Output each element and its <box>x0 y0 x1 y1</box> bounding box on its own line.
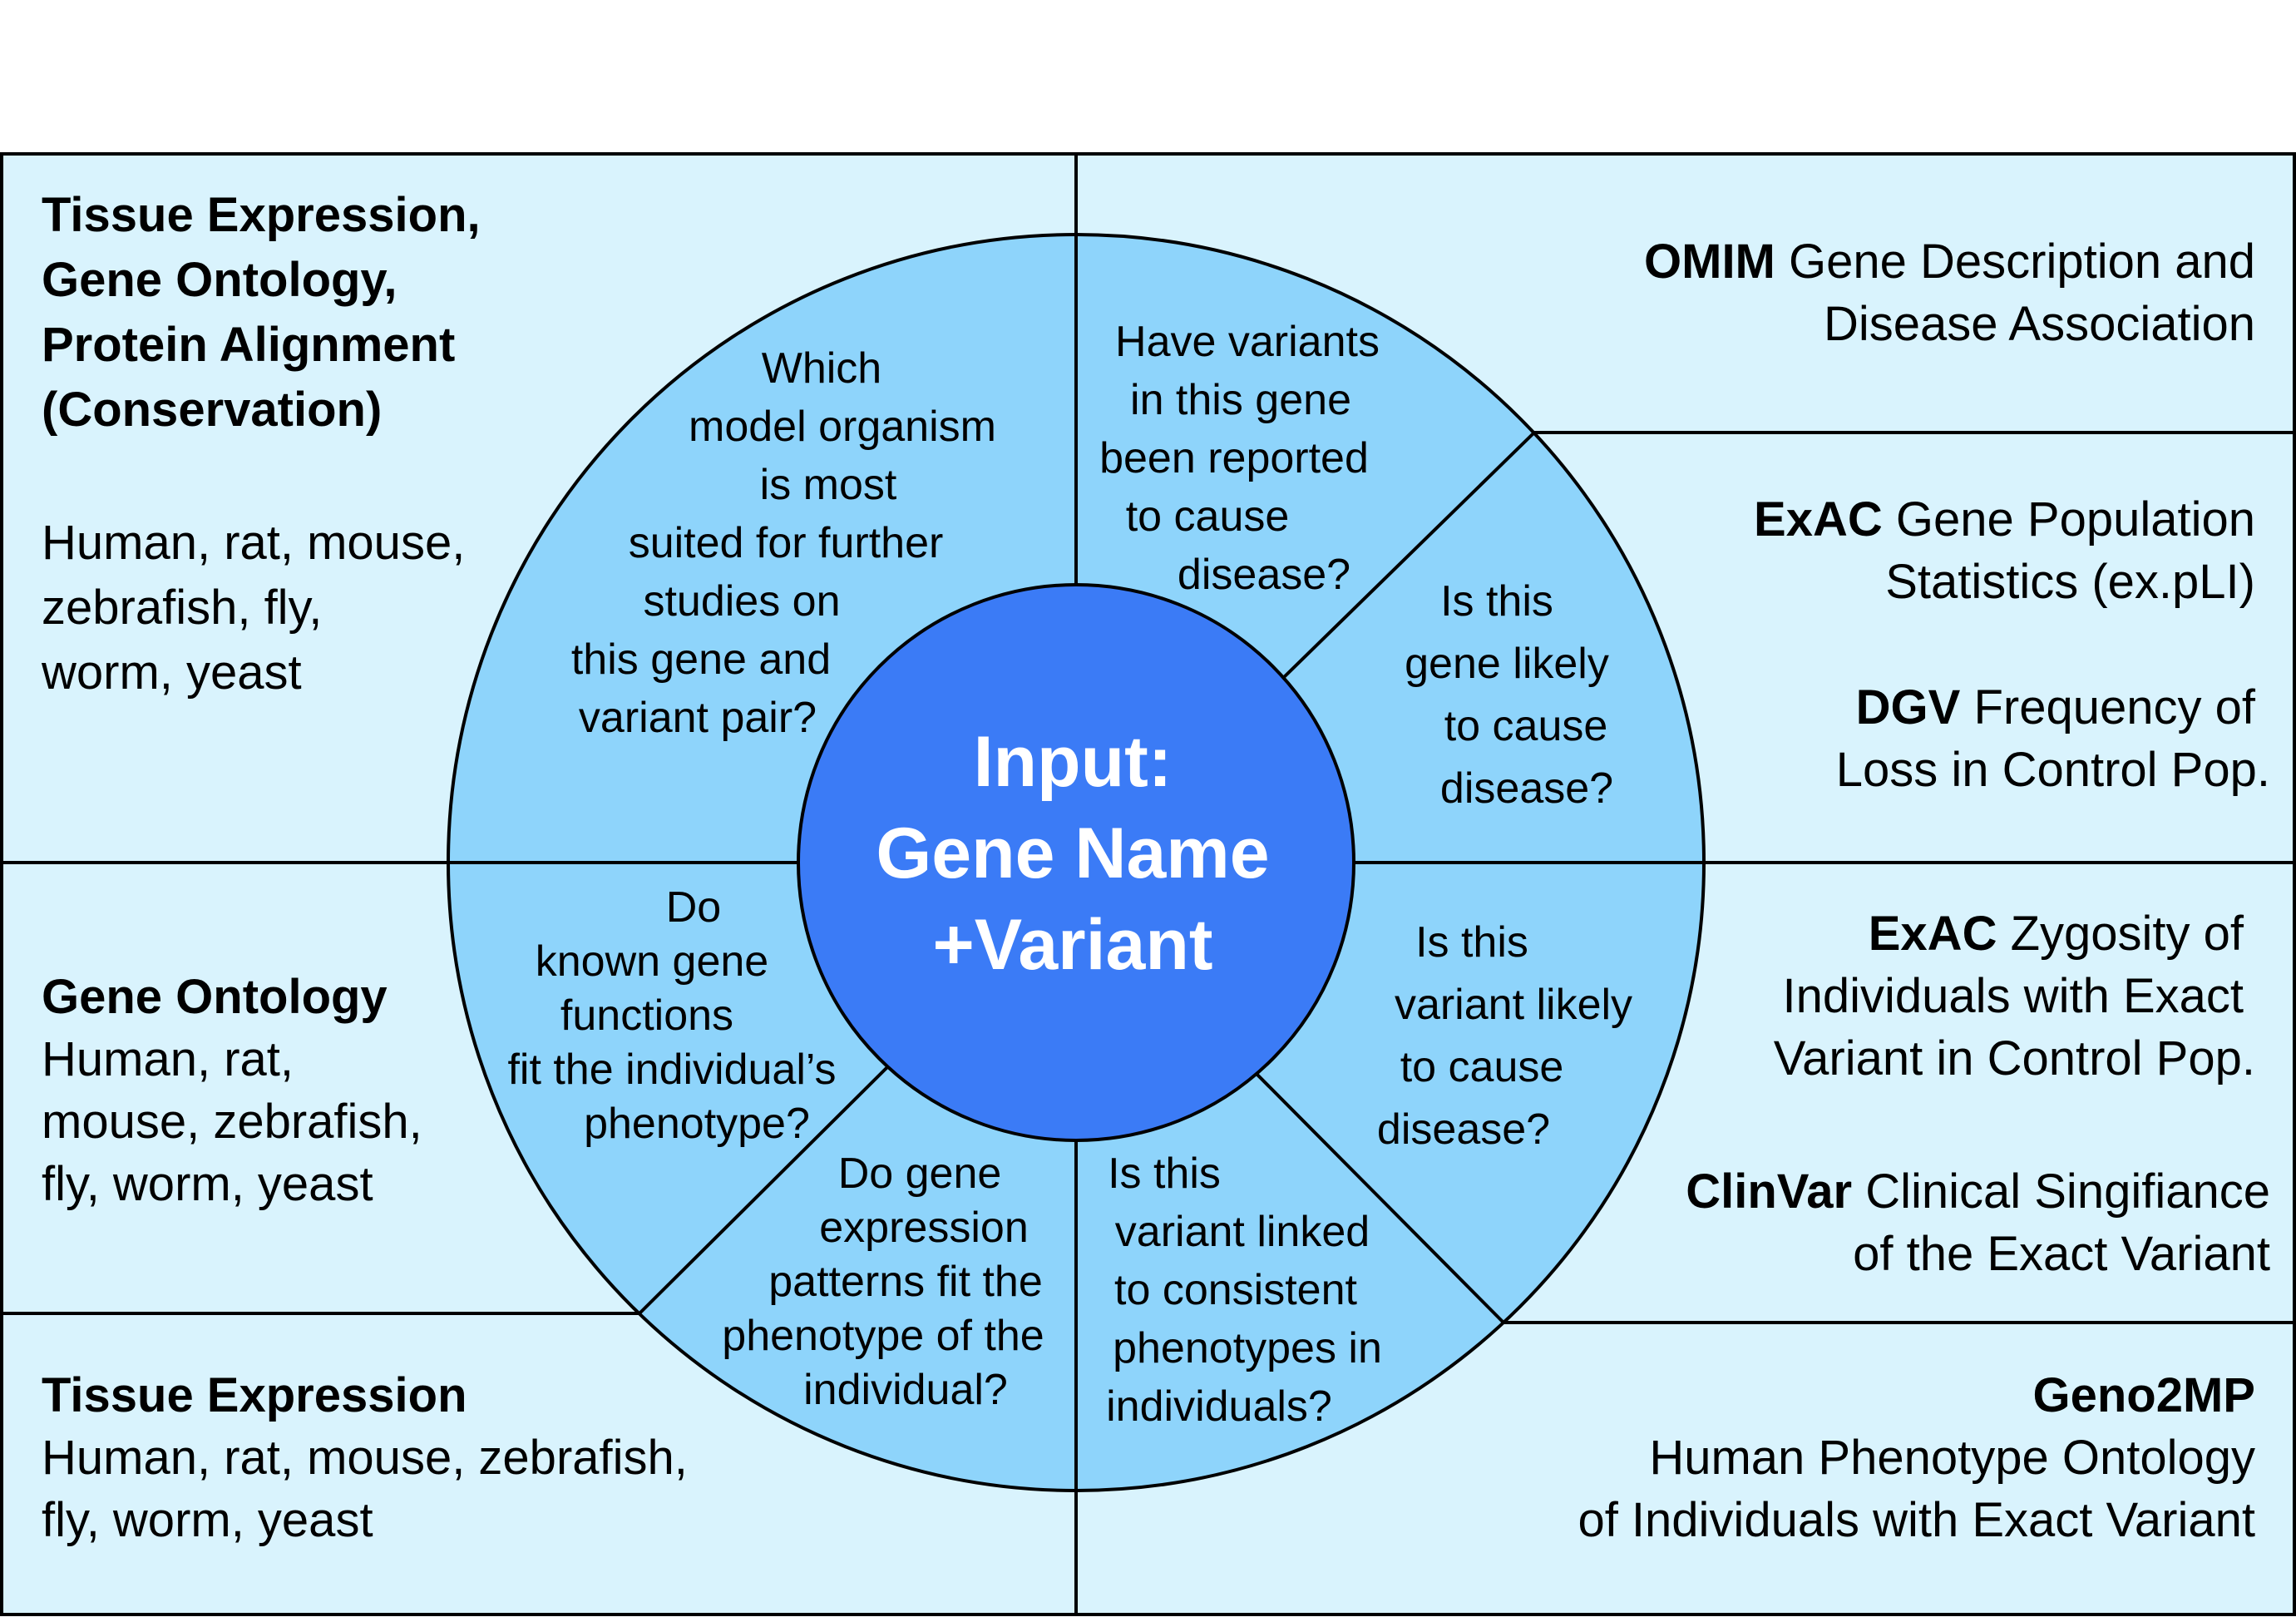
mid-left-title: Gene Ontology <box>42 970 388 1024</box>
exac-label: ExAC <box>1869 907 1997 961</box>
body-line: Human, rat, mouse, <box>42 516 465 570</box>
body-line: worm, yeast <box>41 645 302 700</box>
body-line: zebrafish, fly, <box>42 581 322 635</box>
exac-label: ExAC <box>1754 492 1883 546</box>
question-line: to cause <box>1400 1043 1564 1091</box>
geno2mp-title: Geno2MP <box>2033 1368 2256 1422</box>
body-line: fly, worm, yeast <box>42 1493 373 1547</box>
question-line: functions <box>560 991 733 1040</box>
question-line: this gene and <box>571 635 831 684</box>
question-line: phenotype of the <box>722 1312 1044 1360</box>
dgv-line-1: DGV Frequency of <box>1856 680 2256 734</box>
body-line: Human, rat, <box>42 1032 294 1086</box>
question-line: model organism <box>689 403 996 451</box>
question-reported: Have variants in this gene been reported… <box>1099 318 1380 599</box>
question-line: been reported <box>1099 434 1369 482</box>
question-line: variant likely <box>1395 981 1632 1029</box>
question-line: to consistent <box>1114 1266 1357 1314</box>
omim-label: OMIM <box>1644 235 1775 289</box>
clinvar-line-2: of the Exact Variant <box>1853 1227 2270 1281</box>
bottom-left-title: Tissue Expression <box>42 1368 467 1422</box>
question-line: known gene <box>536 937 768 986</box>
body-line: mouse, zebrafish, <box>42 1095 422 1149</box>
bottom-left-body: Human, rat, mouse, zebrafish, fly, worm,… <box>42 1431 688 1547</box>
body-line: fly, worm, yeast <box>42 1157 373 1211</box>
divider-lower-left <box>638 1066 889 1315</box>
question-line: Do gene <box>838 1150 1002 1198</box>
top-left-body: Human, rat, mouse, zebrafish, fly, worm,… <box>41 516 465 700</box>
question-line: Is this <box>1415 918 1528 967</box>
question-expression-patterns: Do gene expression patterns fit the phen… <box>722 1150 1044 1414</box>
clinvar-line-1: ClinVar Clinical Singifiance <box>1686 1165 2270 1219</box>
question-line: Which <box>762 344 881 393</box>
question-line: phenotypes in <box>1113 1324 1382 1372</box>
exac-gene-line-2: Statistics (ex.pLI) <box>1885 555 2255 609</box>
question-line: disease? <box>1377 1105 1550 1154</box>
question-line: to cause <box>1126 492 1290 541</box>
question-line: disease? <box>1178 551 1350 599</box>
question-gene-functions: Do known gene functions fit the individu… <box>507 883 836 1148</box>
question-line: patterns fit the <box>768 1258 1043 1306</box>
divider-upper-right <box>1279 431 1536 682</box>
question-line: individual? <box>803 1366 1008 1414</box>
question-line: variant linked <box>1115 1208 1370 1256</box>
omim-line-1: OMIM Gene Description and <box>1644 235 2255 289</box>
dgv-line-2: Loss in Control Pop. <box>1836 743 2270 797</box>
center-line-1: Input: <box>974 722 1173 802</box>
question-line: studies on <box>643 577 840 626</box>
question-line: Have variants <box>1115 318 1380 366</box>
question-line: individuals? <box>1106 1382 1332 1431</box>
exac-zygosity-line-3: Variant in Control Pop. <box>1774 1031 2255 1085</box>
question-variant-linked: Is this variant linked to consistent phe… <box>1106 1150 1382 1431</box>
question-variant-likely: Is this variant likely to cause disease? <box>1377 918 1632 1154</box>
top-left-title: Tissue Expression, Gene Ontology, Protei… <box>42 188 481 437</box>
title-line: (Conservation) <box>42 383 382 437</box>
question-line: to cause <box>1444 702 1608 750</box>
geno2mp-line-2: of Individuals with Exact Variant <box>1578 1493 2255 1547</box>
omim-desc: Gene Description and <box>1775 235 2255 289</box>
body-line: Human, rat, mouse, zebrafish, <box>42 1431 688 1485</box>
question-line: expression <box>819 1204 1028 1252</box>
omim-line-2: Disease Association <box>1824 297 2255 351</box>
title-line: Gene Ontology, <box>42 253 397 307</box>
question-line: is most <box>760 461 897 509</box>
exac-zygosity-line-2: Individuals with Exact <box>1783 969 2244 1023</box>
mid-left-body: Human, rat, mouse, zebrafish, fly, worm,… <box>42 1032 422 1211</box>
exac-desc: Gene Population <box>1883 492 2255 546</box>
center-line-2: Gene Name <box>876 813 1269 893</box>
question-line: suited for further <box>629 519 944 567</box>
question-line: in this gene <box>1130 376 1351 424</box>
question-line: Do <box>666 883 721 932</box>
question-line: phenotype? <box>584 1100 810 1148</box>
question-line: Is this <box>1108 1150 1221 1198</box>
divider-lower-right <box>1254 1071 1505 1324</box>
question-line: Is this <box>1440 577 1553 626</box>
question-line: variant pair? <box>579 694 817 742</box>
dgv-desc: Frequency of <box>1960 680 2256 734</box>
center-line-3: +Variant <box>932 905 1212 985</box>
question-line: fit the individual’s <box>507 1046 836 1094</box>
clinvar-desc: Clinical Singifiance <box>1852 1165 2270 1219</box>
question-model-organism: Which model organism is most suited for … <box>571 344 996 742</box>
question-line: gene likely <box>1405 640 1609 688</box>
geno2mp-line-1: Human Phenotype Ontology <box>1649 1431 2255 1485</box>
title-line: Protein Alignment <box>42 318 455 372</box>
title-line: Tissue Expression, <box>42 188 481 242</box>
exac-desc: Zygosity of <box>1997 907 2244 961</box>
exac-gene-line-1: ExAC Gene Population <box>1754 492 2255 546</box>
question-line: disease? <box>1440 764 1613 813</box>
exac-zygosity-line-1: ExAC Zygosity of <box>1869 907 2244 961</box>
center-circle <box>797 583 1355 1142</box>
clinvar-label: ClinVar <box>1686 1165 1852 1219</box>
dgv-label: DGV <box>1856 680 1961 734</box>
question-gene-likely: Is this gene likely to cause disease? <box>1405 577 1613 813</box>
